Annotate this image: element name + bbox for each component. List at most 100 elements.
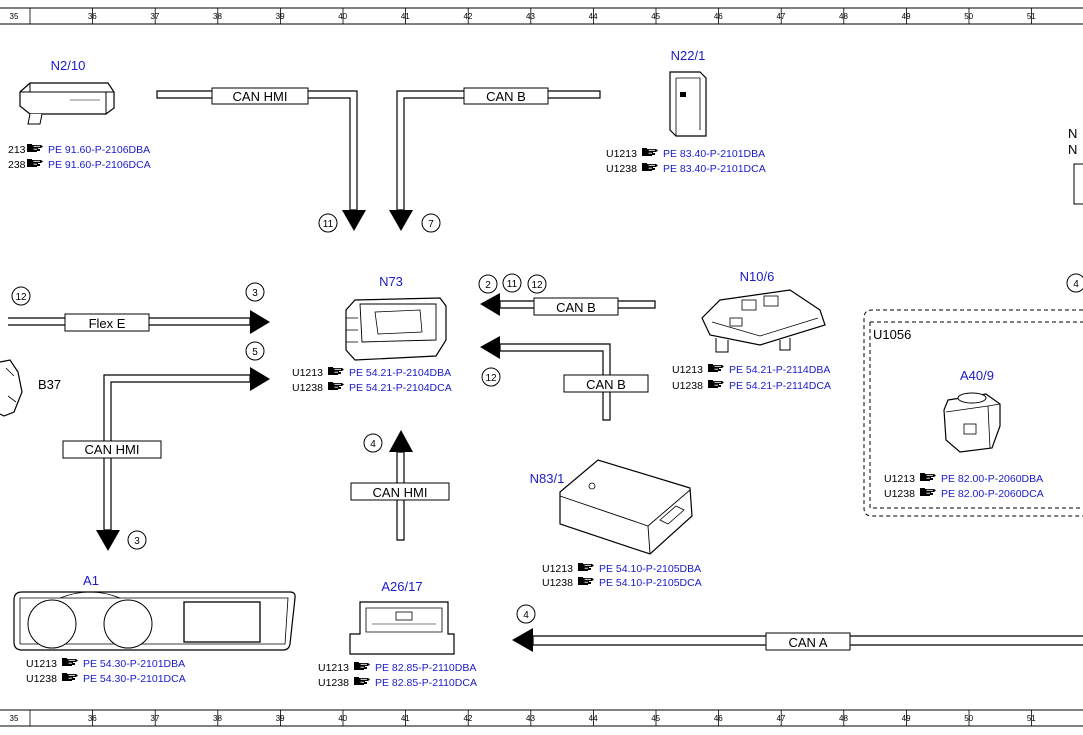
component-n22-1[interactable]: N22/1 U1213 PE 83.40-P-2101DBA U1238 PE … [606,48,766,175]
component-label: B37 [38,377,61,392]
bus-can-a[interactable]: CAN A [512,628,1083,652]
svg-text:12: 12 [531,280,543,291]
grid-column-label: 37 [150,12,159,21]
connection-marker: 3 [127,530,147,550]
bus-can-hmi-top[interactable]: CAN HMI [156,87,366,231]
reference-link[interactable]: PE 82.00-P-2060DBA [941,473,1043,485]
bus-label: CAN B [586,377,626,392]
component-label: N73 [379,274,403,289]
svg-text:7: 7 [428,219,434,230]
grid-column-label: 45 [651,714,660,723]
bus-can-b-mid-upper[interactable]: CAN B [480,293,656,316]
pointing-hand-icon [641,147,659,157]
reference-link[interactable]: PE 54.21-P-2104DCA [349,382,452,394]
component-n2-10[interactable]: N2/10 213 PE 91.60-P-2106DBA 238 PE 91.6… [8,58,151,171]
connection-marker: 4 [516,604,536,624]
component-a1[interactable]: A1 U1213 PE 54.30-P-2101DBA U1238 PE 54.… [13,573,296,685]
region-label: U1056 [873,327,911,342]
grid-column-label: 49 [902,12,911,21]
bus-can-hmi-left[interactable]: CAN HMI [62,367,270,551]
grid-column-label: 51 [1027,12,1036,21]
connection-marker: 11 [318,213,338,233]
sensor-icon [0,359,23,417]
component-n73[interactable]: N73 U1213 PE 54.21-P-2104DBA U1238 PE 54… [292,274,452,394]
grid-column-label: 46 [714,12,723,21]
svg-text:11: 11 [323,219,334,230]
reference-link[interactable]: PE 54.10-P-2105DCA [599,577,702,589]
svg-text:U1213: U1213 [606,148,637,160]
reference-link[interactable]: PE 54.21-P-2104DBA [349,367,451,379]
svg-text:U1213: U1213 [292,367,323,379]
component-n83-1[interactable]: N83/1 U1213 PE 54.10-P-2105DBA U1238 PE … [530,459,702,589]
module-n2-10-icon [19,82,115,125]
pointing-hand-icon [577,576,595,586]
component-a26-17[interactable]: A26/17 U1213 PE 82.85-P-2110DBA U1238 PE… [318,579,477,689]
bus-can-b-mid-lower[interactable]: CAN B [480,336,649,421]
pointing-hand-icon [919,487,937,497]
reference-link[interactable]: PE 54.30-P-2101DBA [83,658,185,670]
svg-text:3: 3 [134,536,140,547]
grid-column-label: 35 [10,12,19,21]
svg-text:5: 5 [252,347,258,358]
reference-link[interactable]: PE 54.10-P-2105DBA [599,563,701,575]
region-u1056: U1056 [863,309,1083,517]
component-a40-9[interactable]: A40/9 U1213 PE 82.00-P-2060DBA U1238 PE … [884,368,1044,500]
grid-column-label: 49 [902,714,911,723]
component-label: N83/1 [530,471,565,486]
reference-link[interactable]: PE 82.85-P-2110DCA [375,677,477,689]
component-b37[interactable]: B37 [0,359,61,417]
reference-link[interactable]: PE 54.21-P-2114DBA [729,364,830,376]
pointing-hand-icon [61,657,79,667]
svg-text:U1213: U1213 [318,662,349,674]
component-label: N [1068,126,1077,141]
pointing-hand-icon [26,143,44,153]
component-edge-n: N N [1068,126,1083,205]
connection-marker: 12 [481,367,501,387]
grid-column-label: 38 [213,12,222,21]
grid-column-label: 46 [714,714,723,723]
connection-marker: 12 [11,286,31,306]
instrument-cluster-icon [13,591,296,651]
grid-column-label: 38 [213,714,222,723]
component-n10-6[interactable]: N10/6 U1213 PE 54.21-P-2114DBA U1238 PE … [672,269,831,392]
reference-list: U1213 PE 54.30-P-2101DBA U1238 PE 54.30-… [26,657,186,685]
reference-link[interactable]: PE 82.85-P-2110DBA [375,662,476,674]
reference-link[interactable]: PE 82.00-P-2060DCA [941,488,1044,500]
grid-column-label: 47 [776,714,785,723]
reference-list: U1213 PE 83.40-P-2101DBA U1238 PE 83.40-… [606,147,766,175]
bus-can-b-top[interactable]: CAN B [389,87,601,231]
component-label: N22/1 [671,48,706,63]
grid-column-label: 45 [651,12,660,21]
bus-label: CAN A [788,635,827,650]
grid-column-label: 40 [338,12,347,21]
bus-label: CAN HMI [233,89,288,104]
reference-link[interactable]: PE 91.60-P-2106DCA [48,159,151,171]
pointing-hand-icon [327,381,345,391]
reference-link[interactable]: PE 54.21-P-2114DCA [729,380,831,392]
reference-link[interactable]: PE 83.40-P-2101DCA [663,163,766,175]
component-label: A1 [83,573,99,588]
grid-column-label: 43 [526,714,535,723]
grid-column-label: 47 [776,12,785,21]
svg-text:238: 238 [8,159,26,171]
svg-text:11: 11 [507,279,518,290]
grid-column-label: 41 [401,12,410,21]
grid-column-label: 35 [10,714,19,723]
bus-can-hmi-center[interactable]: CAN HMI [350,430,450,541]
connection-marker: 11 [502,273,522,293]
grid-column-label: 48 [839,12,848,21]
connection-marker: 4 [1066,273,1083,293]
reference-list: U1213 PE 54.21-P-2114DBA U1238 PE 54.21-… [672,363,831,392]
bus-flex-e[interactable]: Flex E [8,310,270,334]
svg-text:12: 12 [485,373,497,384]
svg-text:U1238: U1238 [26,673,57,685]
reference-link[interactable]: PE 91.60-P-2106DBA [48,144,150,156]
grid-column-label: 36 [88,12,97,21]
svg-text:U1238: U1238 [884,488,915,500]
connection-marker: 3 [245,282,265,302]
pointing-hand-icon [641,162,659,172]
svg-text:4: 4 [370,439,376,450]
reference-link[interactable]: PE 54.30-P-2101DCA [83,673,186,685]
reference-link[interactable]: PE 83.40-P-2101DBA [663,148,765,160]
